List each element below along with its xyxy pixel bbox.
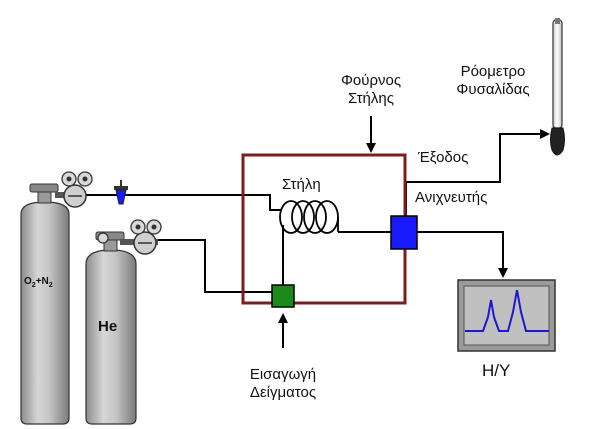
cyl-sub2: 2	[48, 282, 53, 289]
injector-label: Εισαγωγή Δείγματος	[232, 366, 334, 402]
helium-line	[158, 239, 272, 293]
flowmeter-label-line1: Ρόομετρο	[460, 63, 526, 80]
detector-label: Ανιχνευτής	[415, 189, 488, 206]
cylinder-helium-label: He	[98, 318, 118, 335]
sample-injector	[271, 284, 295, 308]
injector-label-line2: Δείγματος	[249, 384, 317, 401]
cylinder-air-label: O2+N2	[24, 276, 53, 292]
cyl-sub1: 2	[31, 282, 36, 289]
column-inlet-line	[243, 194, 282, 211]
gas-cylinder-helium-icon	[85, 231, 137, 425]
oven-label-line1: Φούρνος	[340, 72, 402, 89]
column-coil-icon	[279, 200, 339, 234]
chromatogram-trace	[465, 289, 549, 332]
signal-line	[417, 231, 508, 278]
pressure-regulator-icon	[55, 171, 93, 208]
flowmeter-label: Ρόομετρο Φυσαλίδας	[440, 63, 546, 99]
bubble-flowmeter-icon	[550, 18, 565, 156]
computer-label: Η/Υ	[482, 361, 511, 380]
cyl-n-text: +N	[35, 276, 49, 287]
column-label: Στήλη	[282, 176, 321, 193]
flowmeter-label-line2: Φυσαλίδας	[456, 81, 530, 98]
oven-label: Φούρνος Στήλης	[322, 72, 420, 108]
injector-label-line1: Εισαγωγή	[249, 366, 317, 383]
gas-cylinder-air-icon	[20, 183, 70, 425]
detector-box	[390, 215, 418, 250]
column-oven	[241, 153, 407, 305]
computer-monitor-icon	[457, 279, 556, 352]
cyl-o-text: O	[24, 276, 32, 287]
needle-valve-icon	[114, 180, 128, 205]
oven-label-line2: Στήλης	[348, 90, 394, 107]
helium-regulator-icon	[97, 219, 162, 255]
exit-label: Έξοδος	[418, 149, 469, 166]
